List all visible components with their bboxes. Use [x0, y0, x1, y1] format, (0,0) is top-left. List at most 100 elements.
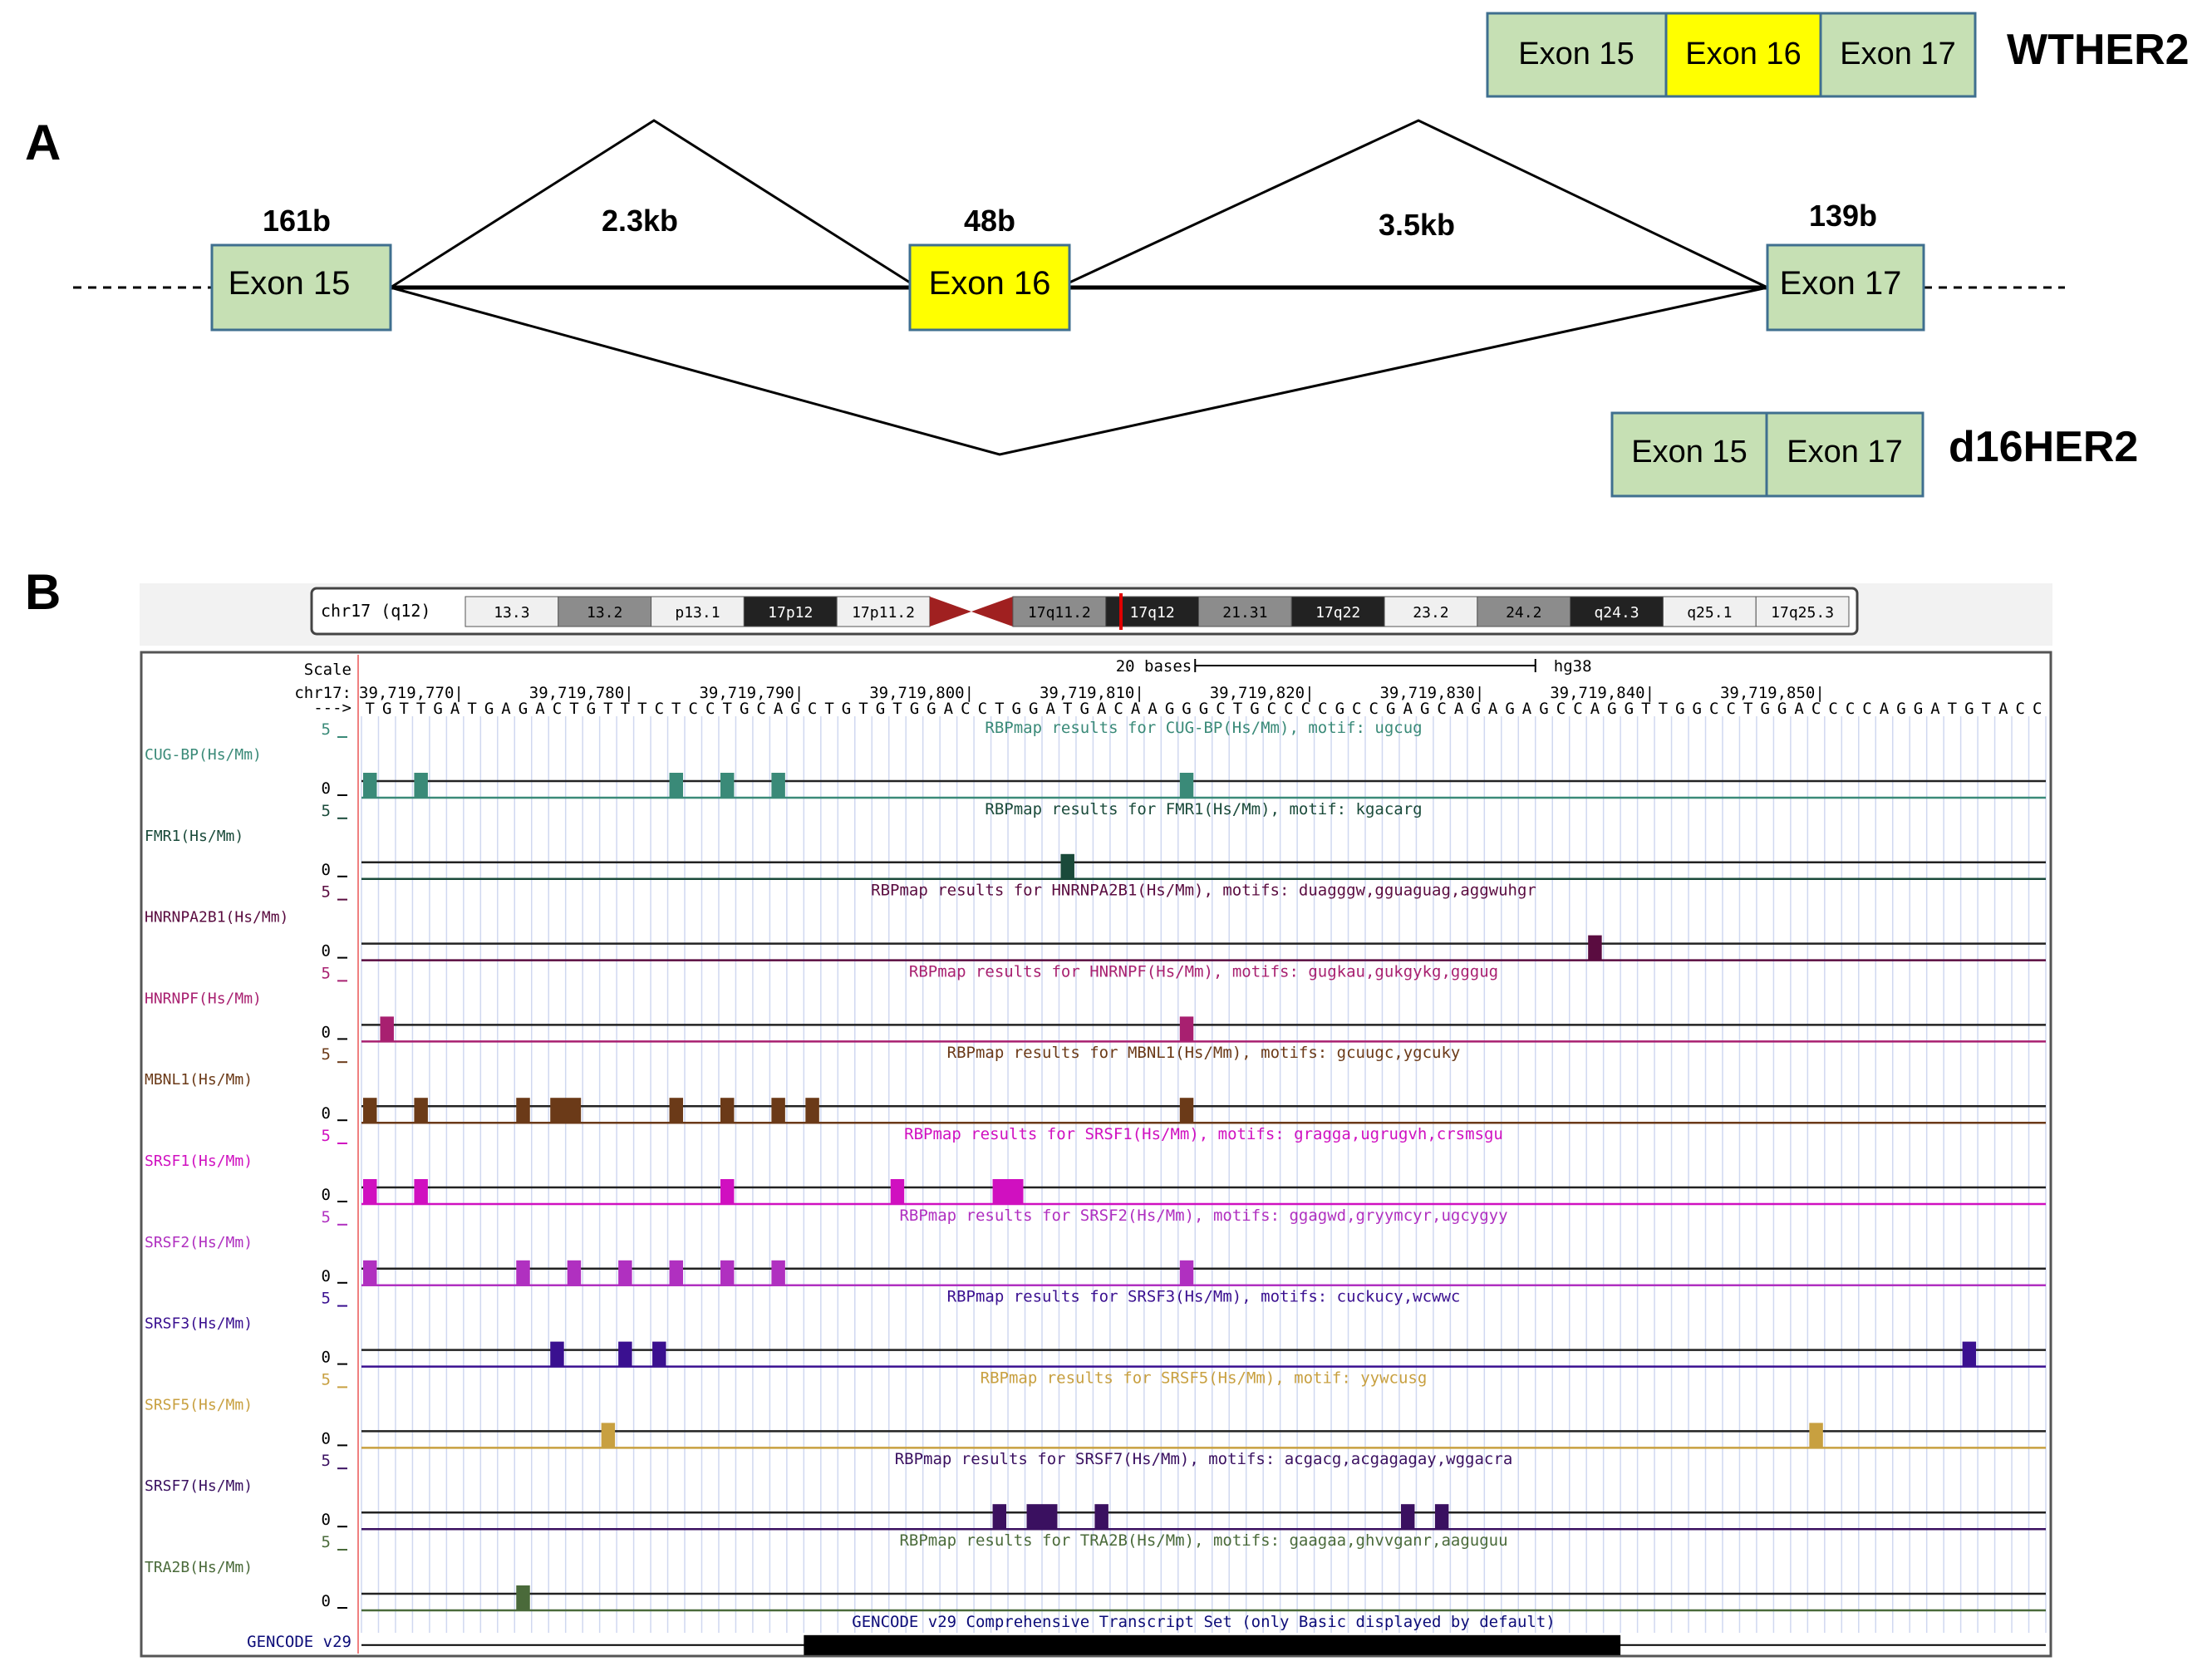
base-letter: A: [1046, 700, 1056, 718]
position-labels: 39,719,770|39,719,780|39,719,790|39,719,…: [359, 684, 1825, 702]
gencode-track: GENCODE v29 Comprehensive Transcript Set…: [247, 1613, 2046, 1655]
track-name: MBNL1(Hs/Mm): [145, 1071, 253, 1089]
base-letter: T: [366, 700, 375, 718]
ideogram-band: [558, 596, 652, 627]
position-label: 39,719,840|: [1550, 684, 1654, 702]
track-name: CUG-BP(Hs/Mm): [145, 746, 262, 764]
position-label: 39,719,780|: [529, 684, 634, 702]
base-letter: C: [1726, 700, 1735, 718]
base-letter: C: [1318, 700, 1327, 718]
base-letter: G: [1471, 700, 1480, 718]
base-letter: A: [1590, 700, 1600, 718]
gencode-name: GENCODE v29: [247, 1633, 351, 1651]
ideogram-band: [1477, 596, 1571, 627]
rbp-track: RBPmap results for HNRNPF(Hs/Mm), motifs…: [145, 962, 2046, 1043]
base-letter: A: [1522, 700, 1532, 718]
motif-hit: [1400, 1504, 1415, 1530]
motif-hit: [771, 1260, 785, 1285]
base-letter: A: [1488, 700, 1498, 718]
ideogram-band-label: 13.3: [494, 604, 529, 622]
position-label: 39,719,820|: [1210, 684, 1315, 702]
track-ymax: 5: [322, 1370, 331, 1388]
track-ymax: 5: [322, 1208, 331, 1226]
track-ymax: 5: [322, 1533, 331, 1551]
base-letter: A: [1148, 700, 1158, 718]
base-letter: C: [1113, 700, 1123, 718]
track-ymin: 0: [322, 942, 331, 961]
base-letter: G: [1693, 700, 1702, 718]
panel-a-label: A: [25, 115, 61, 170]
rbp-track: RBPmap results for TRA2B(Hs/Mm), motifs:…: [145, 1531, 2046, 1612]
exon-16-size: 48b: [964, 204, 1015, 238]
chrom-label: chr17:: [294, 684, 351, 702]
motif-hit: [1026, 1504, 1058, 1530]
base-letter: A: [450, 700, 460, 718]
position-label: 39,719,790|: [699, 684, 804, 702]
ideogram-band-label: p13.1: [675, 604, 720, 622]
base-letter: G: [1199, 700, 1208, 718]
motif-hit: [992, 1179, 1024, 1204]
track-title: RBPmap results for SRSF2(Hs/Mm), motifs:…: [899, 1207, 1507, 1225]
base-letter: A: [1097, 700, 1107, 718]
wt-exon16-label: Exon 16: [1685, 37, 1801, 71]
base-letter: A: [1880, 700, 1890, 718]
motif-hit: [516, 1585, 530, 1610]
base-letter: T: [416, 700, 425, 718]
base-letter: G: [587, 700, 596, 718]
motif-hit: [618, 1260, 632, 1285]
base-letter: C: [1573, 700, 1582, 718]
motif-hit: [720, 773, 735, 798]
base-letter: A: [1403, 700, 1413, 718]
motif-hit: [771, 1098, 785, 1123]
base-letter: C: [1828, 700, 1837, 718]
base-letter: T: [858, 700, 868, 718]
centromere-right: [971, 597, 1013, 627]
ideogram-band-label: 17q11.2: [1028, 604, 1091, 622]
base-letter: A: [1998, 700, 2008, 718]
motif-hit: [1179, 1098, 1194, 1123]
motif-hit: [669, 773, 684, 798]
track-name: HNRNPA2B1(Hs/Mm): [145, 909, 288, 926]
ideogram-band: [1384, 596, 1478, 627]
ideogram-band-label: 24.2: [1506, 604, 1541, 622]
base-letter: A: [535, 700, 545, 718]
ideogram-band-label: q24.3: [1594, 604, 1639, 622]
track-ymax: 5: [322, 1452, 331, 1470]
base-letter: T: [892, 700, 902, 718]
base-letter: C: [2016, 700, 2025, 718]
d16-exon15-label: Exon 15: [1631, 435, 1747, 469]
motif-hit: [516, 1098, 530, 1123]
base-letter: A: [501, 700, 511, 718]
track-title: RBPmap results for HNRNPA2B1(Hs/Mm), mot…: [871, 882, 1536, 900]
motif-hit: [720, 1179, 735, 1204]
track-ymin: 0: [322, 1349, 331, 1367]
base-letter: G: [1386, 700, 1395, 718]
rbp-track: RBPmap results for SRSF5(Hs/Mm), motif: …: [145, 1369, 2046, 1449]
ideogram-chrom-label: chr17 (q12): [321, 601, 430, 621]
track-title: RBPmap results for SRSF3(Hs/Mm), motifs:…: [947, 1288, 1461, 1306]
motif-hit: [363, 1260, 377, 1285]
track-name: SRSF2(Hs/Mm): [145, 1234, 253, 1251]
track-title: RBPmap results for CUG-BP(Hs/Mm), motif:…: [985, 719, 1422, 737]
track-ymin: 0: [322, 1023, 331, 1041]
motif-hit: [771, 773, 785, 798]
wt-isoform: Exon 15 Exon 16 Exon 17 WTHER2: [1486, 12, 2190, 98]
base-letter: G: [1777, 700, 1787, 718]
base-letter: A: [1794, 700, 1804, 718]
base-letter: C: [2033, 700, 2042, 718]
exon-17-box: [1766, 243, 1925, 332]
base-letter: T: [1063, 700, 1072, 718]
base-letter: T: [1743, 700, 1752, 718]
base-letter: T: [399, 700, 408, 718]
base-letter: C: [1284, 700, 1293, 718]
ideogram-band-label: 13.2: [587, 604, 622, 622]
ideogram-band-label: 17q22: [1315, 604, 1360, 622]
motif-hit: [805, 1098, 819, 1123]
base-letter: G: [842, 700, 851, 718]
base-letter: G: [1335, 700, 1344, 718]
motif-hit: [414, 1098, 428, 1123]
base-letter: T: [1641, 700, 1650, 718]
